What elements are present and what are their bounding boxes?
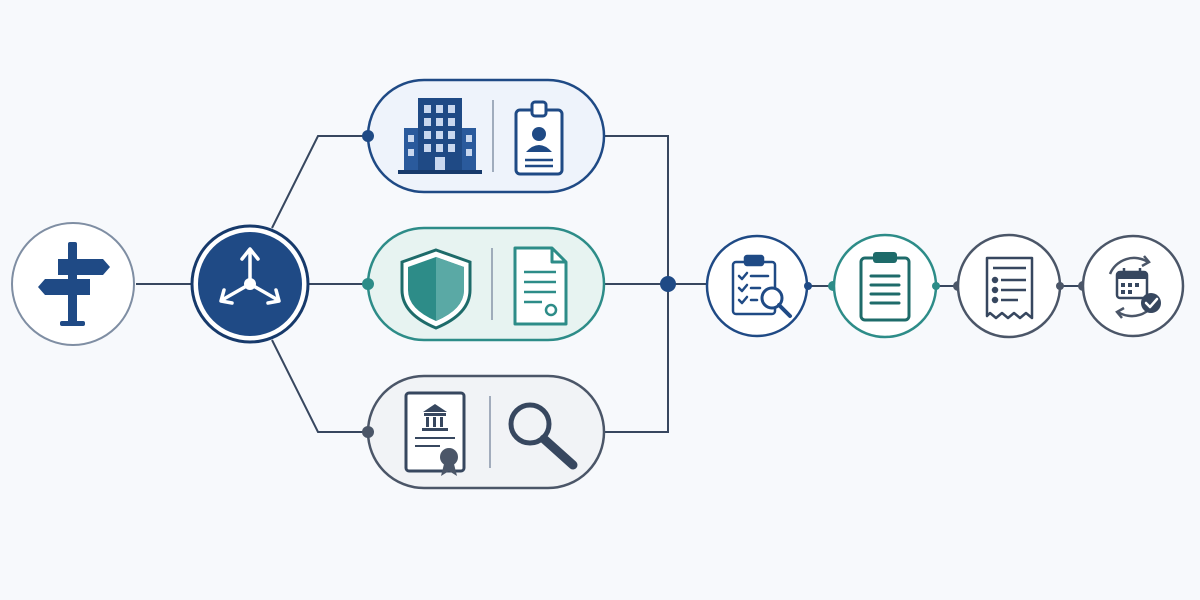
- id-badge-icon: [514, 100, 564, 176]
- option-verification[interactable]: [362, 374, 606, 490]
- step-clipboard[interactable]: [832, 233, 938, 339]
- document-icon: [513, 246, 568, 326]
- merge-junction: [660, 276, 676, 292]
- step-calendar-check[interactable]: [1081, 234, 1185, 338]
- checklist-review-icon: [731, 254, 792, 318]
- certificate-icon: [404, 391, 466, 476]
- connector-dot-3a: [1056, 282, 1064, 290]
- clipboard-icon: [859, 252, 911, 322]
- office-building-icon: [398, 98, 482, 174]
- step-receipt-list[interactable]: [956, 233, 1062, 339]
- shield-icon: [400, 248, 472, 330]
- magnifier-icon: [508, 402, 578, 470]
- option-protection[interactable]: [362, 226, 606, 342]
- signpost-icon: [38, 242, 110, 326]
- connector-branch-to-bottom: [271, 339, 368, 433]
- branching-arrows-icon: [219, 247, 281, 305]
- connector-dot-2a: [932, 282, 940, 290]
- receipt-list-icon: [985, 256, 1034, 320]
- calendar-check-icon: [1108, 255, 1161, 319]
- start-node: [11, 222, 135, 346]
- branch-node: [190, 224, 310, 344]
- connector-dot-1a: [804, 282, 812, 290]
- option-organization[interactable]: [362, 78, 606, 194]
- step-checklist-review[interactable]: [705, 234, 809, 338]
- connector-branch-to-top: [271, 135, 368, 229]
